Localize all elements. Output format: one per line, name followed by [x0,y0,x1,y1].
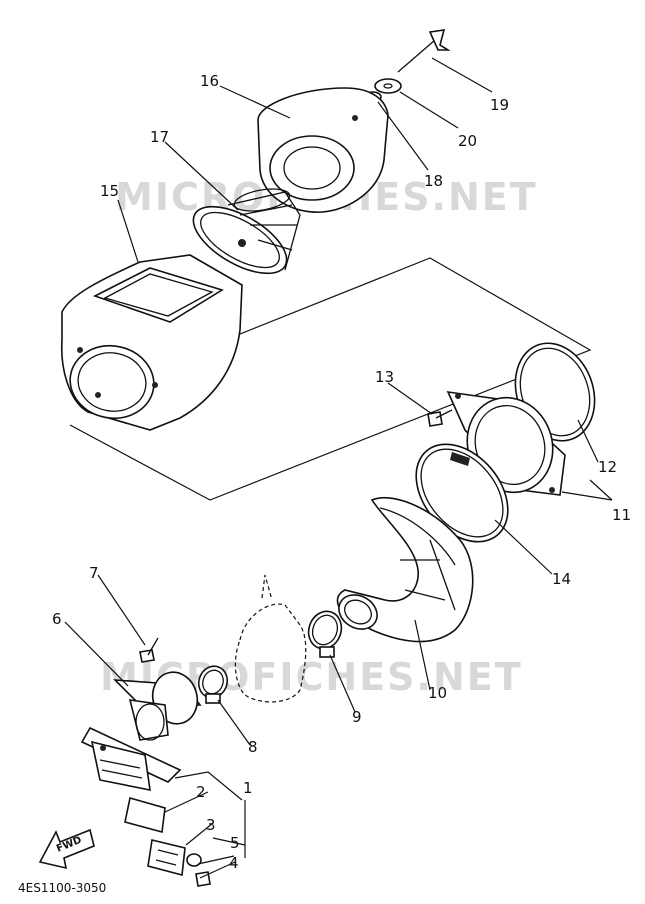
callout-9: 9 [352,708,362,726]
callout-13: 13 [375,368,394,386]
callout-11: 11 [612,506,631,524]
callout-19: 19 [490,96,509,114]
reed-stopper-icon [147,839,186,877]
washer-icon [374,78,402,94]
carburetor-outline [234,574,307,703]
filter-element-icon [192,188,301,275]
air-cleaner-case-icon [60,254,243,431]
callout-numbers: 1 2 3 4 5 6 7 8 9 10 11 12 13 14 15 16 1… [52,72,631,872]
hose-clamp-icon [307,610,343,658]
washer-icon [186,853,202,867]
reed-valve-assembly-icon [80,726,182,792]
callout-17: 17 [150,128,169,146]
assembly-bracket [69,257,592,501]
callout-18: 18 [424,172,443,190]
callout-7: 7 [89,564,99,582]
forward-arrow-icon: FWD [38,828,95,870]
wing-bolt-icon [397,29,451,73]
callout-1: 1 [243,779,253,797]
callout-20: 20 [458,132,477,150]
callout-2: 2 [196,783,206,801]
reed-petal-icon [124,796,166,834]
callout-15: 15 [100,182,119,200]
bolt-icon [139,637,159,663]
callout-5: 5 [230,834,240,852]
callout-6: 6 [52,610,62,628]
callout-12: 12 [598,458,617,476]
hose-clamp-icon [197,665,229,704]
intake-duct-icon [336,496,474,643]
callout-8: 8 [248,738,258,756]
screw-icon [427,409,453,427]
callout-14: 14 [552,570,571,588]
diagram-code: 4ES1100-3050 [18,881,106,895]
callout-10: 10 [428,684,447,702]
intake-joint-icon [112,671,202,741]
leader-lines [64,57,613,879]
callout-3: 3 [206,816,216,834]
callout-16: 16 [200,72,219,90]
callout-4: 4 [229,854,239,872]
